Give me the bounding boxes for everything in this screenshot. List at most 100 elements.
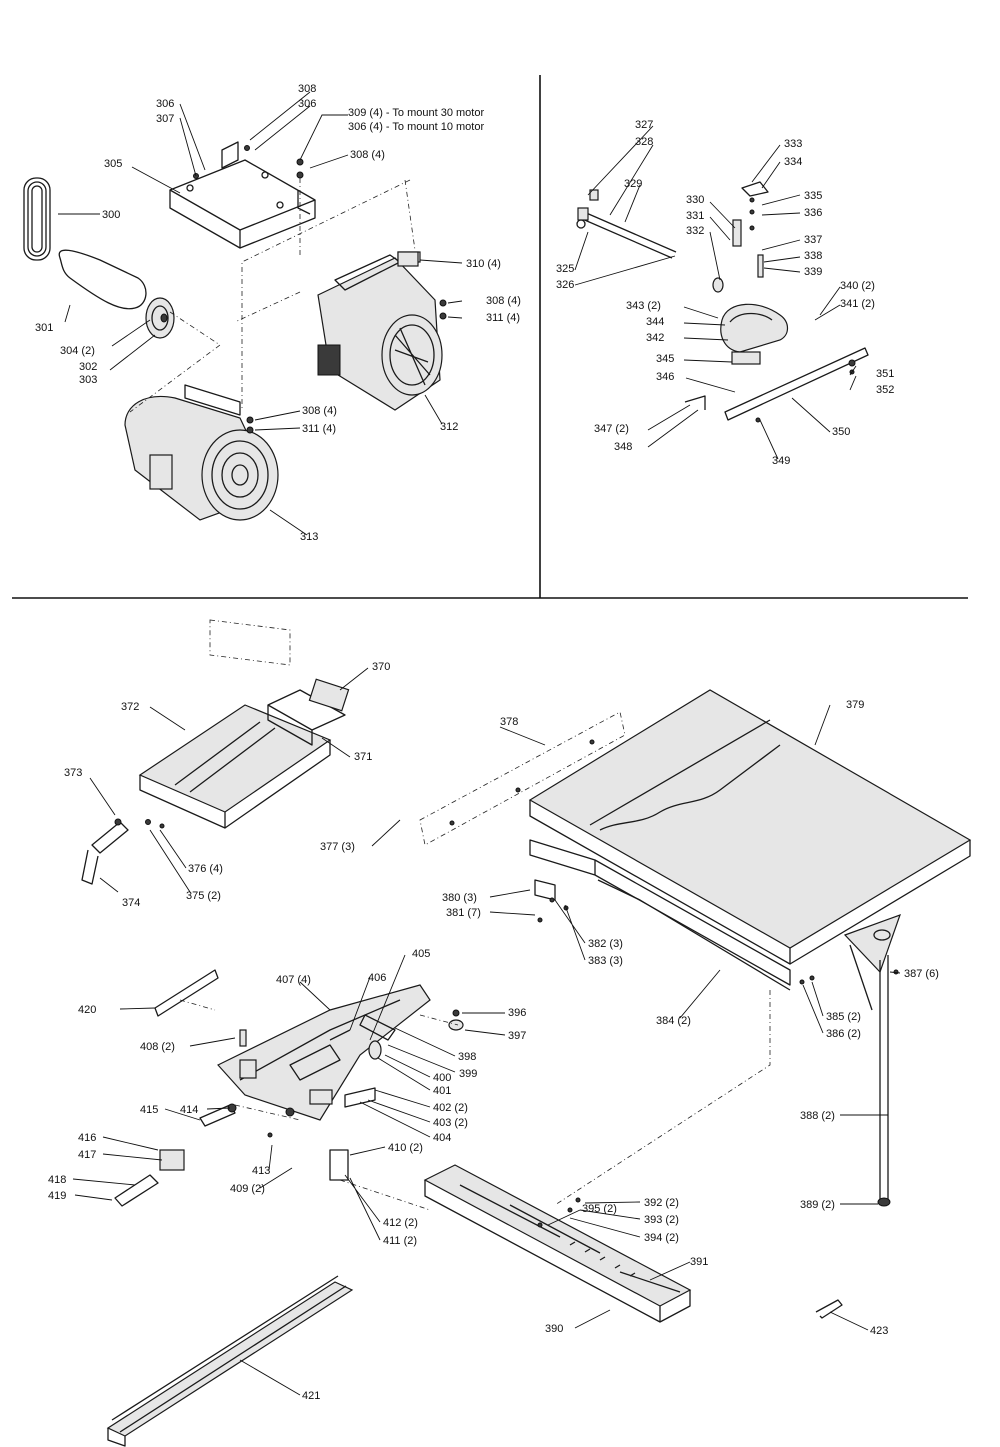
- miter-gauge-rod-assembly: [576, 189, 677, 259]
- callout-379: 379: [846, 699, 864, 711]
- callout-352: 352: [876, 384, 894, 396]
- callout-327: 327: [635, 119, 653, 131]
- callout-306c: 306 (4) - To mount 10 motor: [348, 121, 484, 133]
- callout-342: 342: [646, 332, 664, 344]
- callout-306a: 306: [156, 98, 174, 110]
- callout-391: 391: [690, 1256, 708, 1268]
- callout-400: 400: [433, 1072, 451, 1084]
- table-leg-388: [843, 914, 901, 1207]
- callout-308a: 308: [298, 83, 316, 95]
- motor-centerlines: [129, 178, 416, 413]
- callout-374: 374: [122, 897, 140, 909]
- callout-372: 372: [121, 701, 139, 713]
- callout-398: 398: [458, 1051, 476, 1063]
- callout-337: 337: [804, 234, 822, 246]
- table-379: [528, 689, 972, 965]
- motor-313: [124, 384, 279, 521]
- callout-370: 370: [372, 661, 390, 673]
- callout-403: 403 (2): [433, 1117, 468, 1129]
- callout-381: 381 (7): [446, 907, 481, 919]
- extension-plates-370-371: [209, 619, 350, 746]
- callout-309: 309 (4) - To mount 30 motor: [348, 107, 484, 119]
- callout-418: 418: [48, 1174, 66, 1186]
- leader-lines: [58, 91, 901, 1396]
- callout-420: 420: [78, 1004, 96, 1016]
- callout-348: 348: [614, 441, 632, 453]
- callout-351: 351: [876, 368, 894, 380]
- callout-326: 326: [556, 279, 574, 291]
- callout-345: 345: [656, 353, 674, 365]
- callout-330: 330: [686, 194, 704, 206]
- callout-308c: 308 (4): [486, 295, 521, 307]
- callout-338: 338: [804, 250, 822, 262]
- callout-406: 406: [368, 972, 386, 984]
- callout-384: 384 (2): [656, 1015, 691, 1027]
- callout-346: 346: [656, 371, 674, 383]
- callout-397: 397: [508, 1030, 526, 1042]
- callout-344: 344: [646, 316, 664, 328]
- callout-382: 382 (3): [588, 938, 623, 950]
- callout-417: 417: [78, 1149, 96, 1161]
- callout-415: 415: [140, 1104, 158, 1116]
- callout-336: 336: [804, 207, 822, 219]
- callout-380: 380 (3): [442, 892, 477, 904]
- callout-411: 411 (2): [383, 1235, 417, 1247]
- carriage-405: [217, 984, 431, 1121]
- callout-402: 402 (2): [433, 1102, 468, 1114]
- lock-handle-374: [81, 818, 165, 885]
- carriage-hardware: [114, 969, 464, 1207]
- callout-393: 393 (2): [644, 1214, 679, 1226]
- callout-416: 416: [78, 1132, 96, 1144]
- callout-377: 377 (3): [320, 841, 355, 853]
- callout-339: 339: [804, 266, 822, 278]
- callout-414: 414: [180, 1104, 198, 1116]
- callout-332: 332: [686, 225, 704, 237]
- hex-wrench-423: [815, 1299, 843, 1319]
- callout-423: 423: [870, 1325, 888, 1337]
- callout-328: 328: [635, 136, 653, 148]
- callout-375: 375 (2): [186, 890, 221, 902]
- callout-392: 392 (2): [644, 1197, 679, 1209]
- callout-350: 350: [832, 426, 850, 438]
- callout-308b: 308 (4): [350, 149, 385, 161]
- callout-312: 312: [440, 421, 458, 433]
- callout-331: 331: [686, 210, 704, 222]
- callout-310: 310 (4): [466, 258, 501, 270]
- callout-373: 373: [64, 767, 82, 779]
- callout-419: 419: [48, 1190, 66, 1202]
- callout-389: 389 (2): [800, 1199, 835, 1211]
- callout-307: 307: [156, 113, 174, 125]
- callout-421: 421: [302, 1390, 320, 1402]
- motor-hardware: [193, 145, 447, 434]
- callout-412: 412 (2): [383, 1217, 418, 1229]
- rear-rail-378: [419, 711, 626, 846]
- callout-383: 383 (3): [588, 955, 623, 967]
- callout-304: 304 (2): [60, 345, 95, 357]
- callout-410: 410 (2): [388, 1142, 423, 1154]
- callout-305: 305: [104, 158, 122, 170]
- miter-gauge-body: [712, 181, 789, 365]
- callout-371: 371: [354, 751, 372, 763]
- callout-325: 325: [556, 263, 574, 275]
- callout-413: 413: [252, 1165, 270, 1177]
- callout-386: 386 (2): [826, 1028, 861, 1040]
- drive-belts: [23, 177, 147, 310]
- callout-311a: 311 (4): [486, 312, 520, 324]
- callout-394: 394 (2): [644, 1232, 679, 1244]
- callout-334: 334: [784, 156, 802, 168]
- callout-378: 378: [500, 716, 518, 728]
- motor-mount-plate: [169, 141, 316, 249]
- callout-333: 333: [784, 138, 802, 150]
- callout-349: 349: [772, 455, 790, 467]
- callout-385: 385 (2): [826, 1011, 861, 1023]
- callout-300: 300: [102, 209, 120, 221]
- callout-408: 408 (2): [140, 1041, 175, 1053]
- callout-301: 301: [35, 322, 53, 334]
- callout-409: 409 (2): [230, 1183, 265, 1195]
- motor-312: [317, 251, 443, 411]
- callout-343: 343 (2): [626, 300, 661, 312]
- miter-gauge-bar: [684, 347, 869, 423]
- callout-303: 303: [79, 374, 97, 386]
- table-centerlines: [554, 990, 771, 1206]
